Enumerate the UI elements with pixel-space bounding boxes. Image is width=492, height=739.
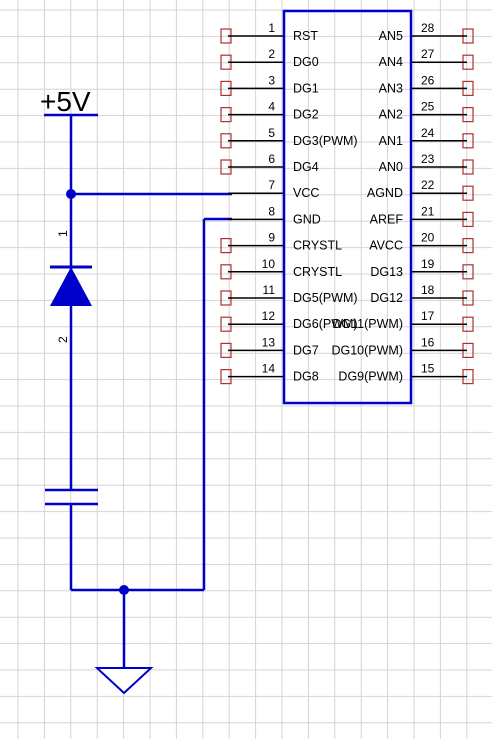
pin-number: 2	[268, 47, 275, 61]
pin-name: AN0	[379, 160, 403, 174]
pin-number: 12	[262, 309, 276, 323]
pin-number: 16	[421, 335, 435, 349]
pin-name: DG2	[293, 108, 319, 122]
pin-number: 3	[268, 73, 275, 87]
pin-number: 22	[421, 178, 435, 192]
pin-name: DG3(PWM)	[293, 134, 358, 148]
pin-name: RST	[293, 29, 318, 43]
pin-name: DG11(PWM)	[332, 317, 403, 331]
pin-number: 9	[268, 231, 275, 245]
pin-number: 17	[421, 309, 435, 323]
junction-vcc	[66, 189, 76, 199]
ground-icon	[94, 667, 154, 695]
pin-number: 28	[421, 21, 435, 35]
pin-number: 15	[421, 362, 435, 376]
pin-name: DG7	[293, 343, 319, 357]
pin-number: 18	[421, 283, 435, 297]
chip-body	[282, 9, 413, 405]
pin-number: 14	[262, 362, 276, 376]
pin-number: 7	[268, 178, 275, 192]
pin-number: 27	[421, 47, 435, 61]
pin-number: 8	[268, 204, 275, 218]
pin-number: 1	[268, 21, 275, 35]
diode: 1 2	[50, 230, 92, 343]
pin-number: 6	[268, 152, 275, 166]
capacitor	[45, 488, 98, 506]
pin-name: DG6(PWM)	[293, 317, 358, 331]
pin-name: AN5	[379, 29, 403, 43]
pin-name: AN2	[379, 108, 403, 122]
pin-name: AGND	[367, 186, 403, 200]
pin-number: 4	[268, 100, 275, 114]
diode-pin-1-label: 1	[56, 230, 70, 237]
pin-number: 21	[421, 204, 435, 218]
pin-name: DG1	[293, 81, 319, 95]
pin-name: DG10(PWM)	[331, 343, 403, 357]
pin-name: DG9(PWM)	[338, 370, 403, 384]
pin-name: AREF	[370, 212, 404, 226]
power-label: +5V	[40, 86, 91, 117]
diode-triangle	[50, 267, 92, 306]
pin-name: AN3	[379, 81, 403, 95]
pin-name: DG4	[293, 160, 319, 174]
pin-number: 11	[263, 283, 276, 297]
pin-number: 23	[421, 152, 435, 166]
pin-name: AVCC	[369, 239, 403, 253]
pin-name: DG13	[370, 265, 403, 279]
pin-name: AN1	[379, 134, 403, 148]
pin-number: 19	[421, 257, 435, 271]
pin-name: CRYSTL	[293, 265, 342, 279]
pin-number: 5	[268, 126, 275, 140]
pin-number: 25	[421, 100, 435, 114]
pin-name: DG8	[293, 370, 319, 384]
diode-pin-2-label: 2	[56, 336, 70, 343]
pin-name: AN4	[379, 55, 403, 69]
pin-name: CRYSTL	[293, 239, 342, 253]
pin-number: 10	[262, 257, 276, 271]
pin-number: 26	[421, 73, 435, 87]
pin-name: GND	[293, 212, 321, 226]
pin-number: 20	[421, 231, 435, 245]
pin-name: DG5(PWM)	[293, 291, 358, 305]
pin-name: VCC	[293, 186, 319, 200]
pin-number: 13	[262, 335, 276, 349]
pin-number: 24	[421, 126, 435, 140]
pin-name: DG0	[293, 55, 319, 69]
pin-name: DG12	[370, 291, 403, 305]
